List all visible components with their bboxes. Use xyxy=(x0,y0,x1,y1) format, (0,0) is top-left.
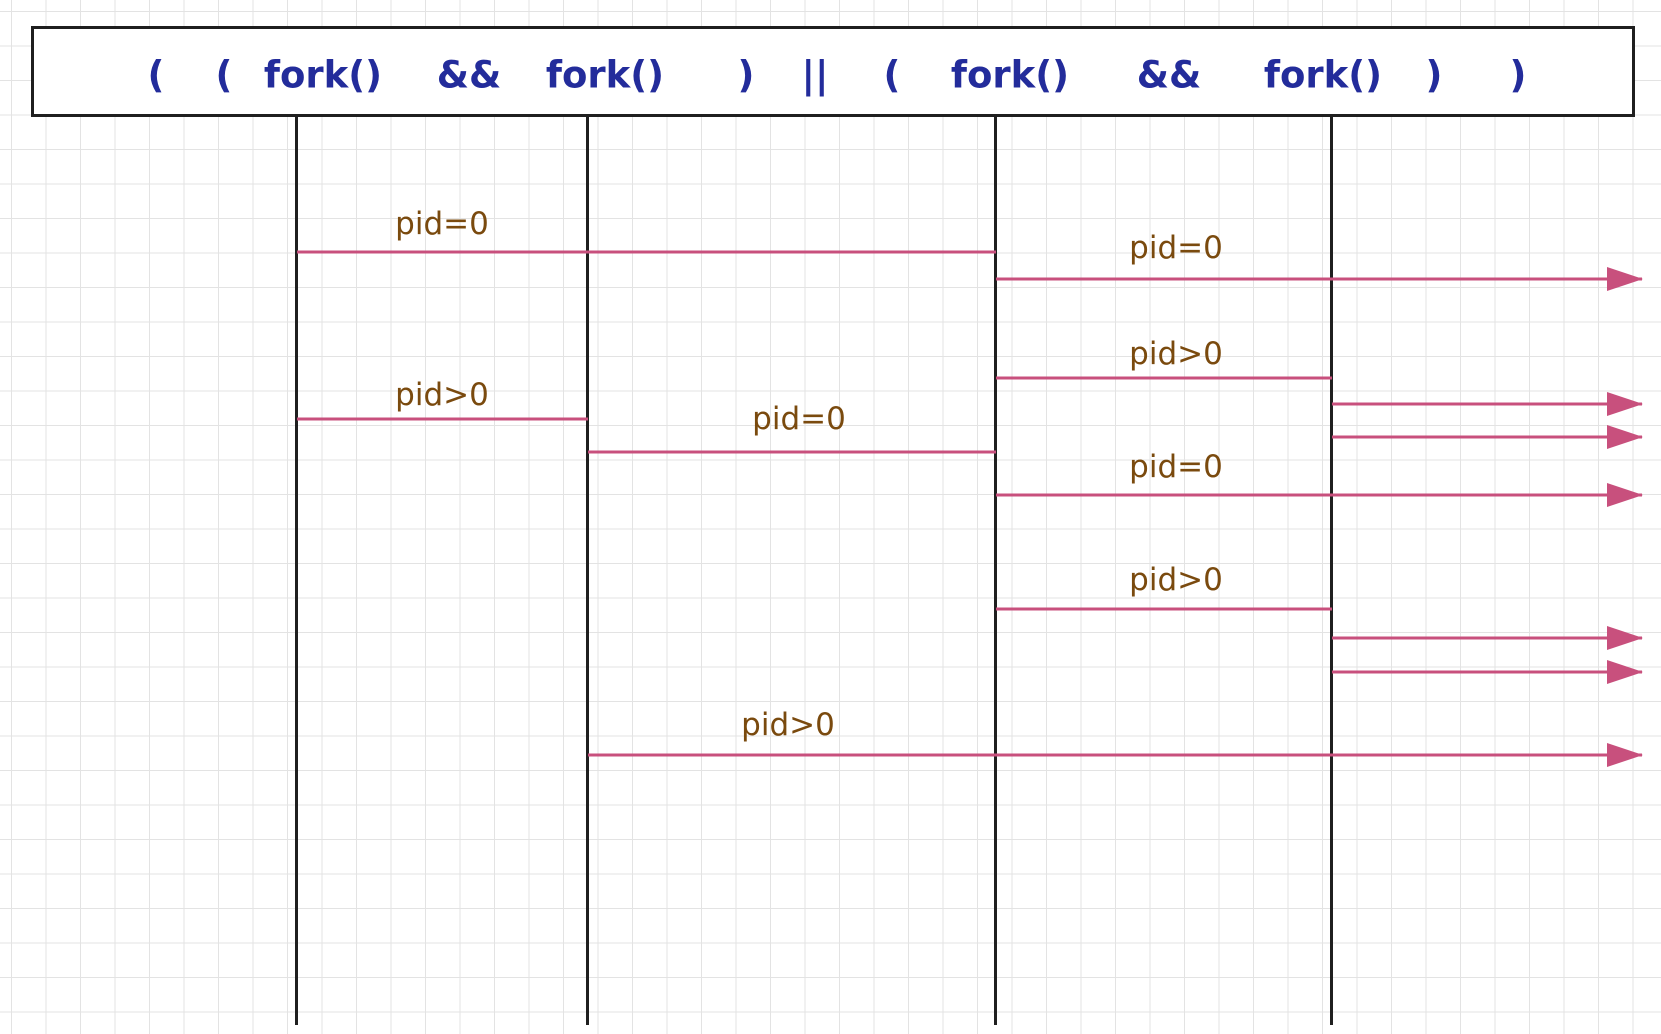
fork-call-token: fork() xyxy=(1263,53,1383,97)
branch-label: pid>0 xyxy=(395,377,489,413)
open-paren-token: ( xyxy=(883,53,901,97)
fork-call-token: fork() xyxy=(545,53,665,97)
open-paren-token: ( xyxy=(215,53,233,97)
branch-label: pid>0 xyxy=(741,707,835,743)
branch-label: pid>0 xyxy=(1129,562,1223,598)
branch-label: pid=0 xyxy=(395,206,489,242)
and-operator-token: && xyxy=(436,53,502,97)
fork-1-lifeline xyxy=(295,117,298,1025)
fork-4-lifeline xyxy=(1330,117,1333,1025)
close-paren-token: ) xyxy=(1509,53,1527,97)
expression-box: ( ( fork() && fork() ) || ( fork() && fo… xyxy=(31,26,1635,117)
fork-call-token: fork() xyxy=(950,53,1070,97)
close-paren-token: ) xyxy=(1425,53,1443,97)
and-operator-token: && xyxy=(1136,53,1202,97)
branch-label: pid=0 xyxy=(752,401,846,437)
fork-3-lifeline xyxy=(994,117,997,1025)
fork-call-token: fork() xyxy=(263,53,383,97)
close-paren-token: ) xyxy=(737,53,755,97)
branch-label: pid>0 xyxy=(1129,336,1223,372)
open-paren-token: ( xyxy=(147,53,165,97)
or-operator-token: || xyxy=(801,53,829,97)
branch-label: pid=0 xyxy=(1129,230,1223,266)
branch-label: pid=0 xyxy=(1129,449,1223,485)
fork-2-lifeline xyxy=(586,117,589,1025)
